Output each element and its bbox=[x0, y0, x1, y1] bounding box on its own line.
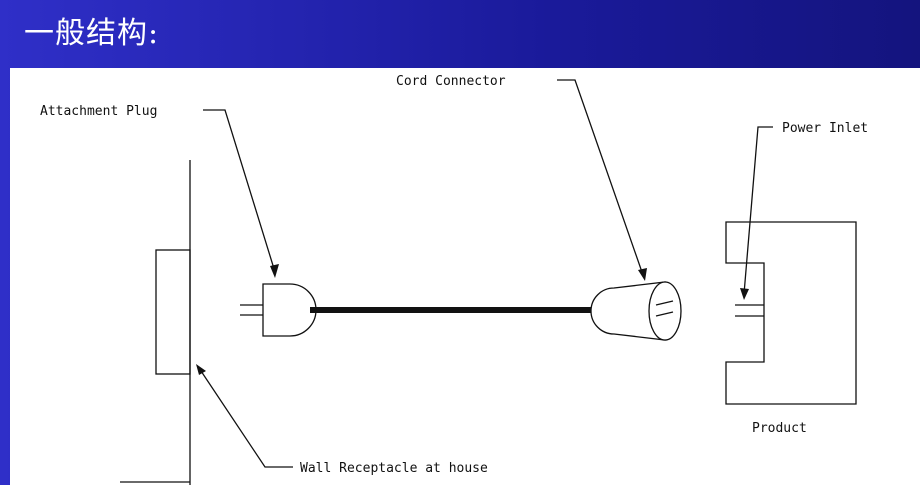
power-inlet-arrowhead bbox=[740, 288, 749, 300]
cord-connector-arrowhead bbox=[638, 268, 647, 281]
label-attachment-plug: Attachment Plug bbox=[40, 104, 157, 119]
connector-slot-top bbox=[655, 300, 674, 306]
wall-receptacle-box bbox=[155, 249, 191, 375]
attachment-plug-arrowhead bbox=[270, 264, 279, 278]
wall-receptacle-leader bbox=[198, 367, 293, 468]
slide-title: 一般结构: bbox=[24, 16, 160, 51]
diagram-panel bbox=[10, 68, 920, 485]
attachment-plug-body bbox=[262, 283, 317, 337]
label-wall-receptacle: Wall Receptacle at house bbox=[300, 461, 488, 476]
label-power-inlet: Power Inlet bbox=[782, 121, 868, 136]
power-inlet-leader bbox=[743, 126, 773, 295]
label-product: Product bbox=[752, 421, 807, 436]
label-cord-connector: Cord Connector bbox=[396, 74, 506, 89]
wall-receptacle-arrowhead bbox=[196, 364, 206, 375]
cord-connector-face bbox=[648, 281, 682, 341]
product-outline bbox=[725, 221, 857, 405]
attachment-plug-leader bbox=[203, 109, 276, 273]
cord-connector-leader bbox=[557, 79, 644, 276]
connector-slot-bottom bbox=[655, 311, 674, 317]
cord-connector-body bbox=[590, 281, 666, 341]
